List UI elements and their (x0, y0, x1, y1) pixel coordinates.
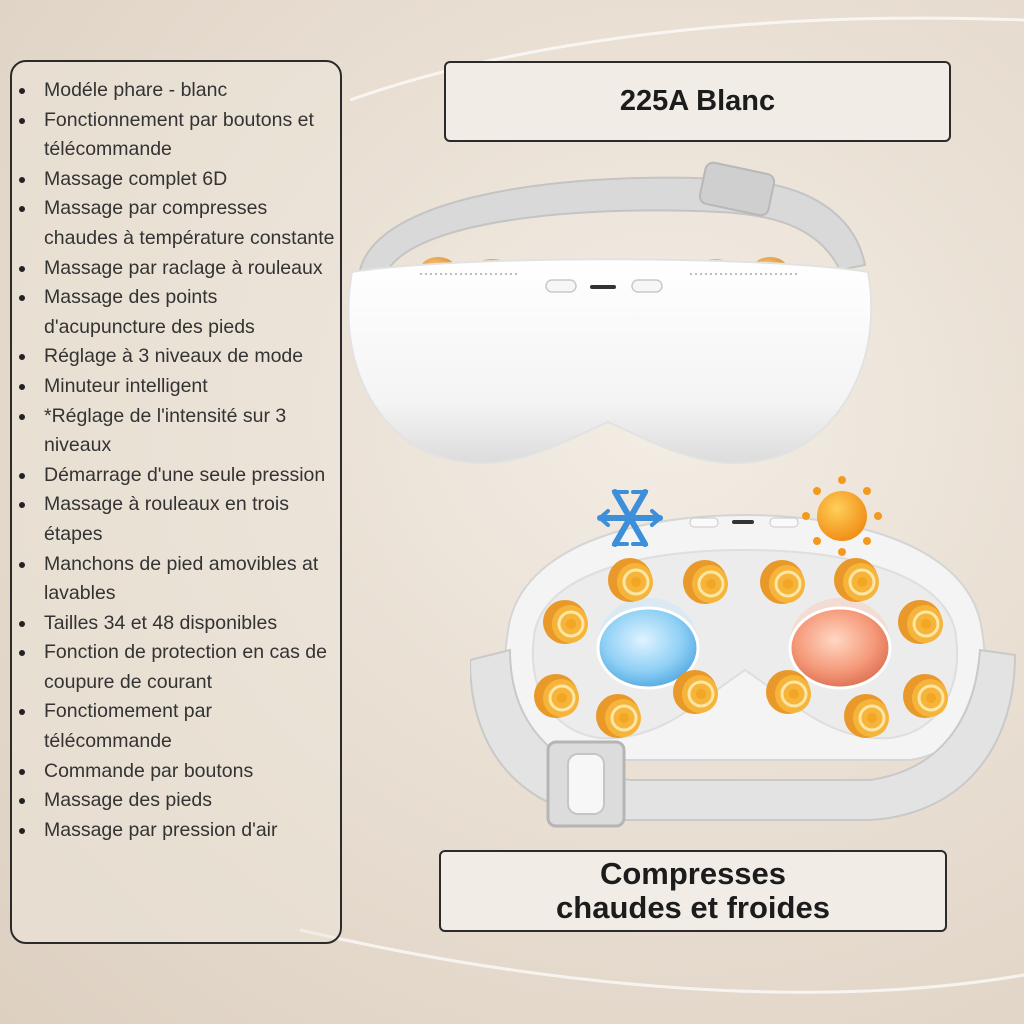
feature-item: Massage à rouleaux en trois étapes (12, 490, 340, 549)
feature-item: Massage des points d'acupuncture des pie… (12, 283, 340, 342)
feature-item: Modéle phare - blanc (12, 76, 340, 106)
feature-item: Démarrage d'une seule pression (12, 461, 340, 491)
sun-icon (802, 476, 882, 556)
eye-massager-front-image (347, 161, 873, 465)
feature-item: Massage des pieds (12, 786, 340, 816)
feature-item: Minuteur intelligent (12, 372, 340, 402)
feature-item: Réglage à 3 niveaux de mode (12, 342, 340, 372)
hot-cold-caption: Compresses chaudes et froides (556, 857, 830, 925)
hot-cold-caption-box: Compresses chaudes et froides (439, 850, 947, 932)
model-caption: 225A Blanc (619, 85, 776, 117)
feature-item: Massage par raclage à rouleaux (12, 254, 340, 284)
feature-item: Fonctionnement par boutons et télécomman… (12, 106, 340, 165)
feature-item: Tailles 34 et 48 disponibles (12, 609, 340, 639)
feature-panel: Modéle phare - blanc Fonctionnement par … (10, 60, 342, 944)
feature-item: Commande par boutons (12, 757, 340, 787)
feature-item: Massage par compresses chaudes à tempéra… (12, 194, 340, 253)
eye-massager-inner-image (470, 476, 1017, 828)
snowflake-icon (596, 489, 664, 547)
feature-item: Fonctiomement par télécommande (12, 697, 340, 756)
feature-item: Massage par pression d'air (12, 816, 340, 846)
model-caption-box: 225A Blanc (444, 61, 951, 142)
feature-item: Manchons de pied amovibles at lavables (12, 550, 340, 609)
feature-item: *Réglage de l'intensité sur 3 niveaux (12, 402, 340, 461)
feature-item: Massage complet 6D (12, 165, 340, 195)
feature-item: Fonction de protection en cas de coupure… (12, 638, 340, 697)
feature-list: Modéle phare - blanc Fonctionnement par … (12, 62, 340, 845)
hot-cold-caption-line: chaudes et froides (556, 890, 830, 925)
hot-cold-caption-line: Compresses (599, 856, 787, 891)
